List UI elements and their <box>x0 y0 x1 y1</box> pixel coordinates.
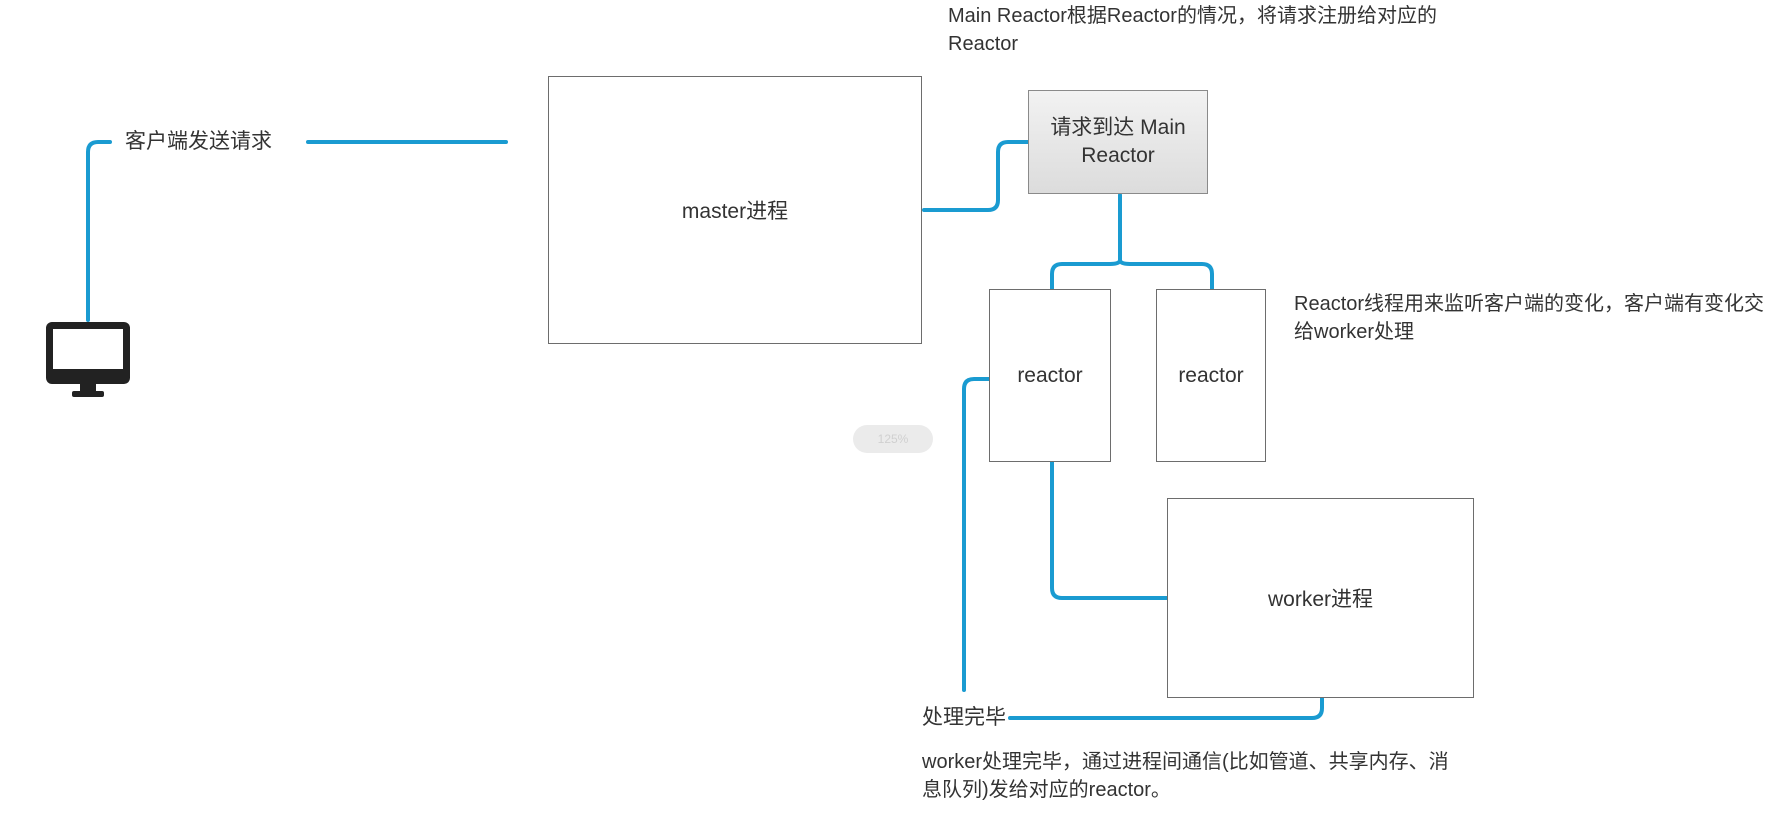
node-main-reactor-line1: 请求到达 Main <box>1050 116 1186 139</box>
monitor-icon <box>46 322 130 397</box>
node-reactor-right-label: reactor <box>1178 363 1244 387</box>
node-worker-process-label: worker进程 <box>1267 588 1373 611</box>
node-reactor-left[interactable]: reactor <box>989 289 1111 462</box>
connector-master-to-main-reactor <box>922 140 1032 212</box>
node-main-reactor-line2: Reactor <box>1081 144 1155 167</box>
note-main-reactor: Main Reactor根据Reactor的情况，将请求注册给对应的Reacto… <box>948 5 1437 55</box>
node-reactor-left-label: reactor <box>1017 363 1083 387</box>
connector-done-to-reactor <box>962 377 992 692</box>
connector-split-to-reactor-right <box>1118 258 1214 292</box>
node-master-process-label: master进程 <box>681 200 789 223</box>
node-main-reactor[interactable]: 请求到达 Main Reactor <box>1028 90 1208 194</box>
note-worker: worker处理完毕，通过进程间通信(比如管道、共享内存、消息队列)发给对应的r… <box>922 751 1449 801</box>
edge-label-done: 处理完毕 <box>922 706 1006 729</box>
node-reactor-right[interactable]: reactor <box>1156 289 1266 462</box>
node-worker-process[interactable]: worker进程 <box>1167 498 1474 698</box>
connector-worker-to-done <box>1008 696 1324 720</box>
connector-reactor-left-to-worker <box>1050 460 1170 600</box>
connector-split-to-reactor-left <box>1050 258 1122 292</box>
note-reactor: Reactor线程用来监听客户端的变化，客户端有变化交给worker处理 <box>1294 293 1765 343</box>
edge-label-client-request: 客户端发送请求 <box>125 130 272 153</box>
connector-client-to-master-left <box>86 140 112 322</box>
node-master-process[interactable]: master进程 <box>548 76 922 344</box>
zoom-level-indicator: 125% <box>853 425 933 453</box>
